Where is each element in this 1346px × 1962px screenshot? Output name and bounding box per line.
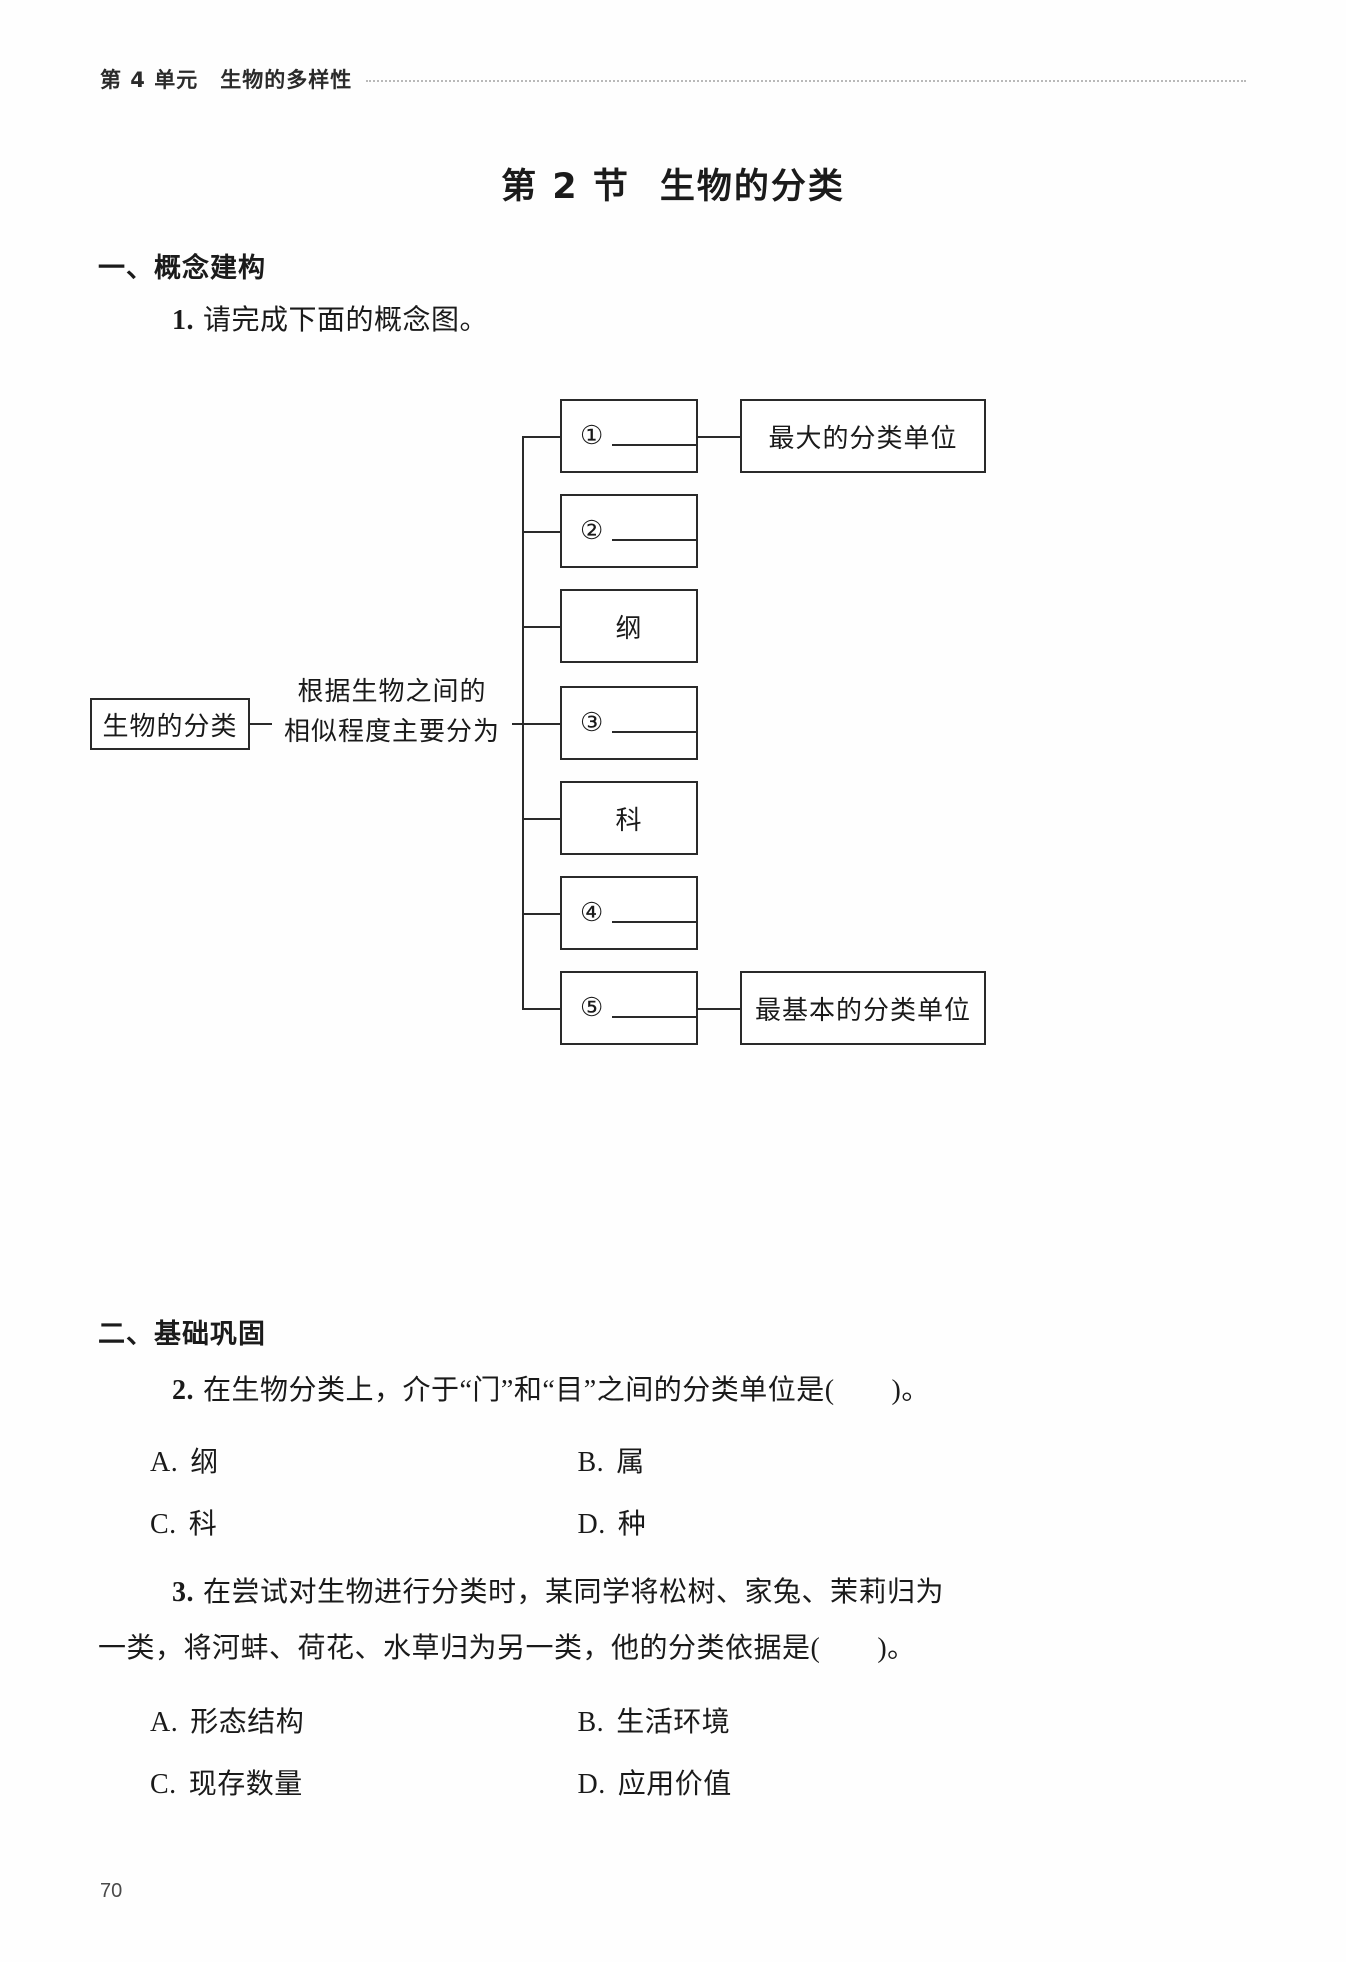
- connector-branch-5: [522, 818, 560, 820]
- diagram-level-marker-4: ③: [580, 708, 605, 737]
- running-head-text: 第 4 单元 生物的多样性: [100, 68, 353, 92]
- question-3-options-row-2: C. 现存数量 D. 应用价值: [150, 1762, 1250, 1802]
- diagram-root-label: 生物的分类: [102, 711, 238, 741]
- question-2-options-row-2: C. 科 D. 种: [150, 1502, 1250, 1542]
- connector-branch-7: [522, 1008, 560, 1010]
- answer-blank-2[interactable]: [612, 522, 696, 541]
- connector-branch-2: [522, 531, 560, 533]
- diagram-level-box-7: ⑤: [560, 971, 698, 1045]
- diagram-level-box-6: ④: [560, 876, 698, 950]
- option-text: 生活环境: [616, 1707, 731, 1738]
- question-3: 3. 在尝试对生物进行分类时，某同学将松树、家兔、茉莉归为: [172, 1572, 1262, 1614]
- option-letter: C.: [150, 1509, 177, 1540]
- question-2-option-a[interactable]: A. 纲: [150, 1440, 570, 1480]
- diagram-level-box-5: 科: [560, 781, 698, 855]
- option-letter: A.: [150, 1707, 179, 1738]
- diagram-relation-line1: 根据生物之间的: [297, 677, 487, 706]
- diagram-root-node: 生物的分类: [90, 698, 250, 750]
- question-1: 1. 请完成下面的概念图。: [172, 300, 488, 342]
- answer-blank-1[interactable]: [612, 427, 696, 446]
- option-text: 科: [188, 1509, 218, 1540]
- diagram-side-note-2: 最基本的分类单位: [740, 971, 986, 1045]
- diagram-level-marker-7: ⑤: [580, 993, 605, 1022]
- option-letter: C.: [150, 1769, 177, 1800]
- question-3-text-line2: 一类，将河蚌、荷花、水草归为另一类，他的分类依据是( )。: [98, 1633, 916, 1664]
- diagram-level-text-3: 纲: [615, 613, 643, 643]
- option-text: 现存数量: [188, 1769, 303, 1800]
- option-letter: A.: [150, 1447, 179, 1478]
- question-3-option-d[interactable]: D. 应用价值: [578, 1762, 998, 1802]
- diagram-level-box-4: ③: [560, 686, 698, 760]
- question-1-number: 1.: [172, 305, 194, 336]
- question-3-continued: 一类，将河蚌、荷花、水草归为另一类，他的分类依据是( )。: [98, 1628, 1258, 1670]
- question-2-text: 在生物分类上，介于“门”和“目”之间的分类单位是( )。: [203, 1375, 930, 1406]
- question-2: 2. 在生物分类上，介于“门”和“目”之间的分类单位是( )。: [172, 1370, 930, 1412]
- running-head-rule: [366, 80, 1246, 82]
- question-3-option-c[interactable]: C. 现存数量: [150, 1762, 570, 1802]
- question-2-options-row-1: A. 纲 B. 属: [150, 1440, 1250, 1480]
- option-text: 种: [617, 1509, 647, 1540]
- option-text: 纲: [190, 1447, 219, 1478]
- question-3-text-line1: 在尝试对生物进行分类时，某同学将松树、家兔、茉莉归为: [203, 1577, 945, 1608]
- diagram-level-marker-6: ④: [580, 898, 605, 927]
- question-2-option-d[interactable]: D. 种: [578, 1502, 998, 1542]
- page-number: 70: [100, 1880, 123, 1902]
- option-letter: B.: [577, 1707, 605, 1738]
- diagram-side-note-1: 最大的分类单位: [740, 399, 986, 473]
- part-heading-concept: 一、概念建构: [98, 253, 266, 284]
- diagram-level-box-3: 纲: [560, 589, 698, 663]
- option-letter: B.: [577, 1447, 605, 1478]
- option-text: 属: [616, 1447, 645, 1478]
- running-head: 第 4 单元 生物的多样性: [100, 62, 1246, 96]
- question-1-text: 请完成下面的概念图。: [203, 305, 489, 336]
- section-title-name: 生物的分类: [659, 167, 845, 207]
- diagram-level-box-2: ②: [560, 494, 698, 568]
- answer-blank-5[interactable]: [612, 999, 696, 1018]
- question-3-number: 3.: [172, 1577, 194, 1608]
- option-letter: D.: [577, 1769, 606, 1800]
- connector-side-note-1: [698, 436, 740, 438]
- diagram-side-note-1-text: 最大的分类单位: [768, 423, 958, 453]
- diagram-level-box-1: ①: [560, 399, 698, 473]
- question-2-number: 2.: [172, 1375, 194, 1406]
- option-text: 应用价值: [617, 1769, 732, 1800]
- diagram-side-note-2-text: 最基本的分类单位: [754, 995, 971, 1025]
- page-title: 第 2 节生物的分类: [0, 158, 1346, 209]
- section-title-prefix: 第 2 节: [501, 167, 630, 207]
- question-2-option-b[interactable]: B. 属: [578, 1440, 998, 1480]
- question-3-option-a[interactable]: A. 形态结构: [150, 1700, 570, 1740]
- question-3-option-b[interactable]: B. 生活环境: [578, 1700, 998, 1740]
- answer-blank-3[interactable]: [612, 714, 696, 733]
- connector-branch-4: [522, 723, 560, 725]
- diagram-level-marker-1: ①: [580, 421, 605, 450]
- answer-blank-4[interactable]: [612, 904, 696, 923]
- diagram-relation-line2: 相似程度主要分为: [283, 717, 500, 747]
- connector-branch-6: [522, 913, 560, 915]
- concept-diagram: 生物的分类 根据生物之间的 相似程度主要分为 ① ② 纲 ③: [90, 378, 1220, 1045]
- part-heading-basics: 二、基础巩固: [98, 1319, 266, 1350]
- option-text: 形态结构: [190, 1707, 305, 1738]
- diagram-level-marker-2: ②: [580, 516, 605, 545]
- connector-branch-1: [522, 436, 560, 438]
- question-3-options-row-1: A. 形态结构 B. 生活环境: [150, 1700, 1250, 1740]
- option-letter: D.: [577, 1509, 606, 1540]
- question-2-option-c[interactable]: C. 科: [150, 1502, 570, 1542]
- diagram-level-text-5: 科: [615, 805, 643, 835]
- connector-side-note-2: [698, 1008, 740, 1010]
- connector-root-stub: [250, 723, 272, 725]
- connector-branch-3: [522, 626, 560, 628]
- diagram-relation-label: 根据生物之间的 相似程度主要分为: [272, 672, 512, 753]
